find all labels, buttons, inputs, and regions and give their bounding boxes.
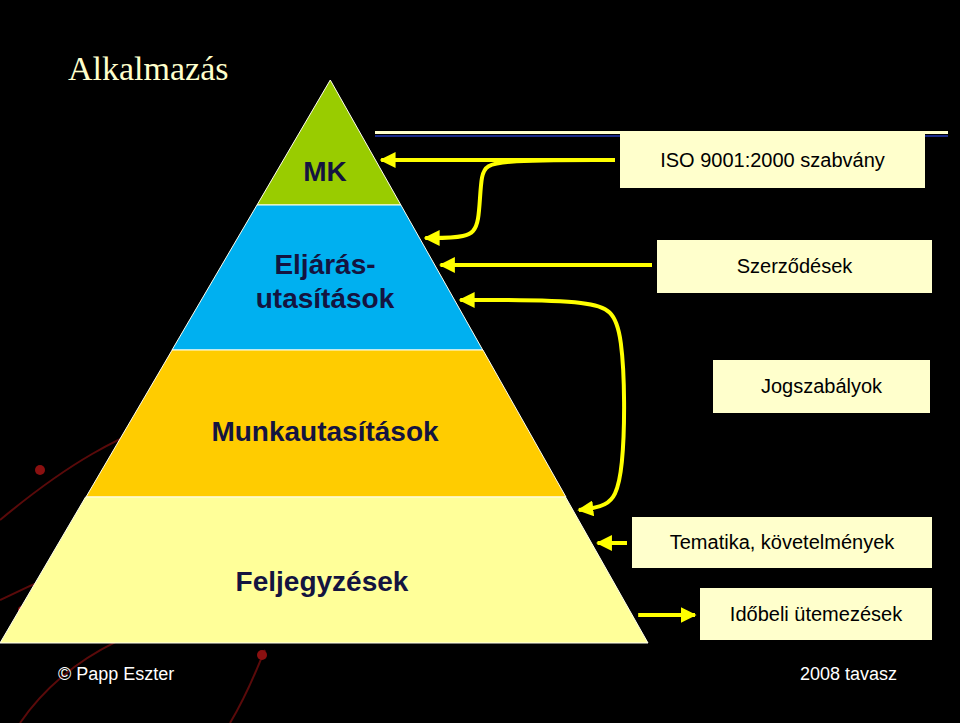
source-box: Jogszabályok [713,360,930,413]
tier-label: Eljárás- utasítások [230,248,420,315]
arrow-connector [440,263,652,267]
arrow-connector [425,160,615,238]
pyramid-tier: Feljegyzések [0,497,648,643]
box-label: ISO 9001:2000 szabvány [660,149,885,172]
pyramid-tier: Munkautasítások [86,350,566,497]
pyramid-tier: MK [257,80,401,205]
arrow-connector [638,613,695,617]
footer-text: © Papp Eszter [58,664,174,685]
slide-title: Alkalmazás [68,50,229,88]
source-box: Szerződések [657,240,932,293]
arrow-connector [598,541,627,545]
box-label: Jogszabályok [761,375,882,398]
box-label: Időbeli ütemezések [730,603,902,626]
box-label: Szerződések [737,255,853,278]
pyramid-tier: Eljárás- utasítások [172,205,483,350]
tier-label: MK [303,155,347,189]
tier-fill [86,350,566,497]
source-box: Tematika, követelmények [632,517,932,568]
tier-label: Munkautasítások [211,415,438,449]
tier-fill [257,80,401,205]
footer-text: 2008 tavasz [800,664,897,685]
source-box: Időbeli ütemezések [700,588,932,640]
tier-fill [0,497,648,643]
box-label: Tematika, követelmények [670,531,895,554]
tier-label: Feljegyzések [236,565,409,599]
tier-fill [172,205,483,350]
source-box: ISO 9001:2000 szabvány [620,133,925,188]
